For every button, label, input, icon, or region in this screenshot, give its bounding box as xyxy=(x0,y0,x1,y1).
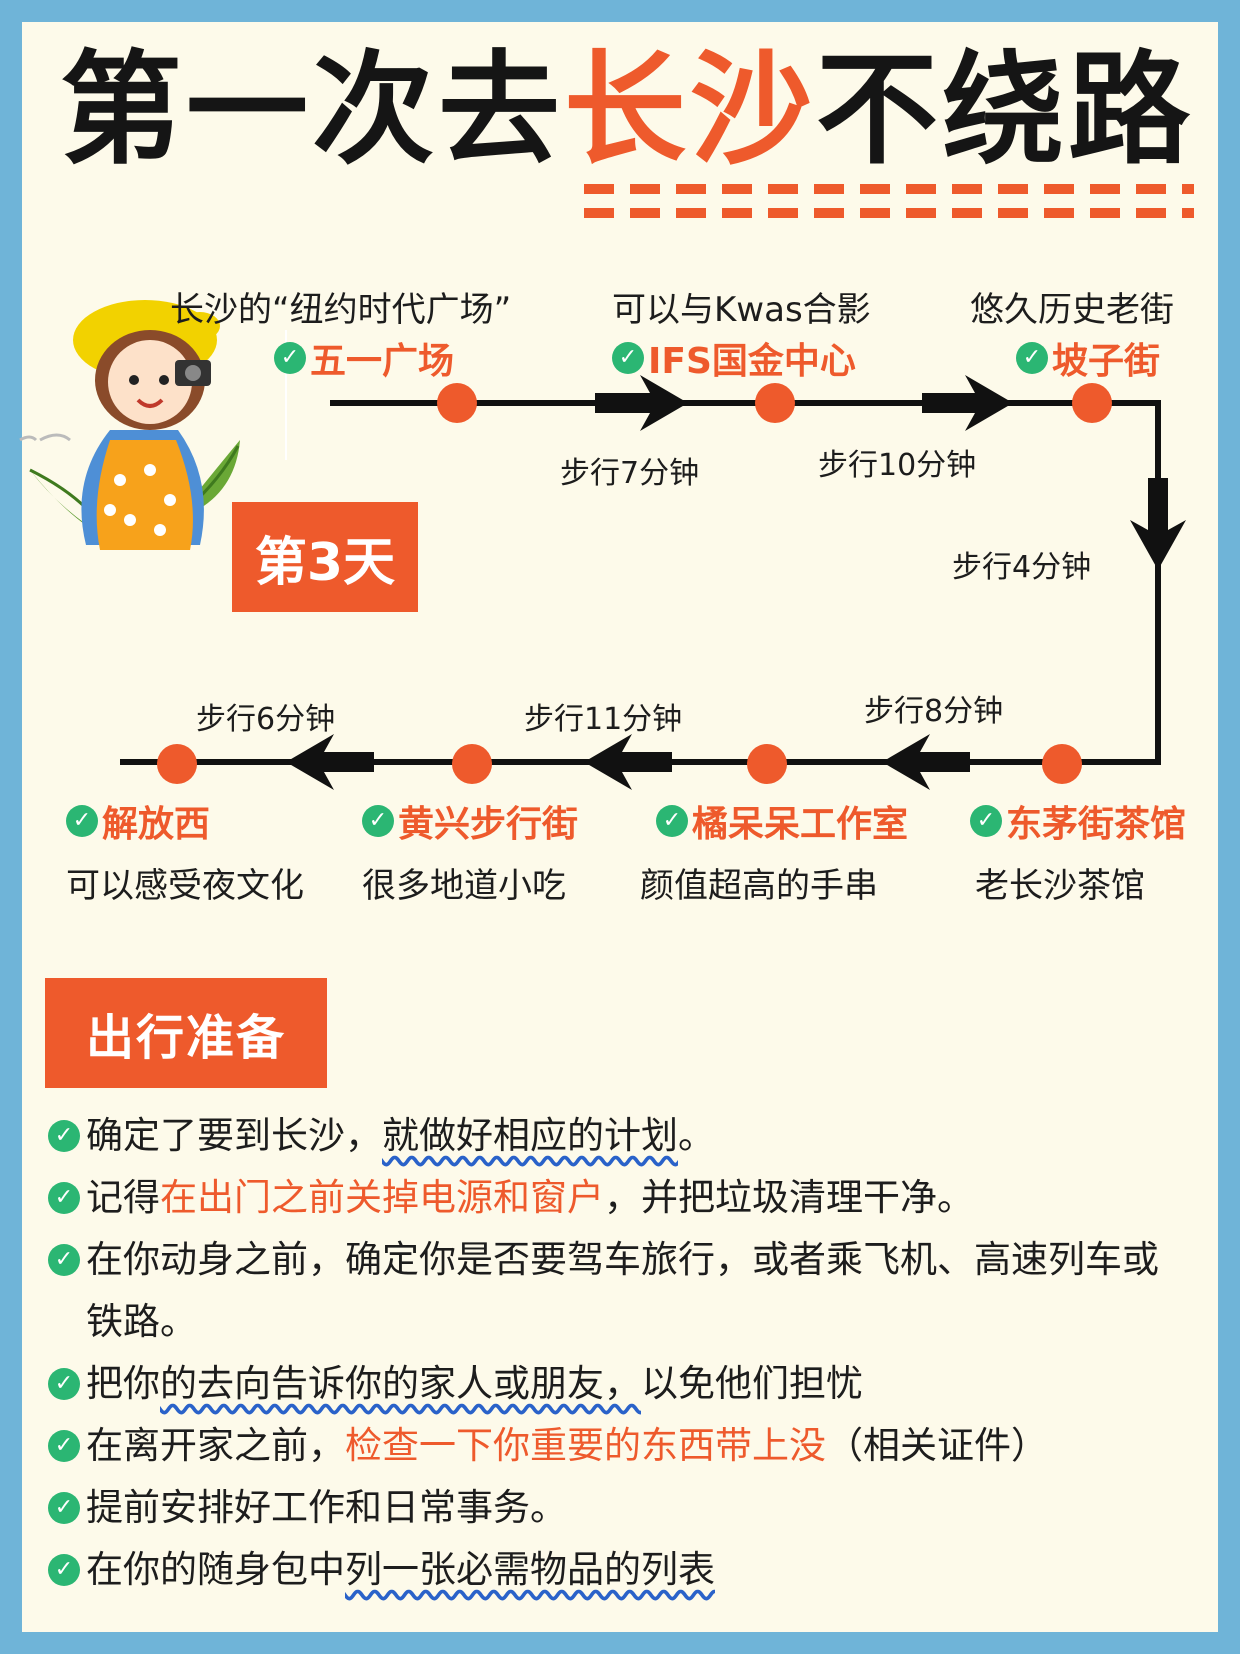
list-item-highlight: 检查一下你重要的东西带上没 xyxy=(345,1424,826,1467)
list-item-text: 以免他们担忧 xyxy=(641,1362,863,1405)
list-item-underlined: 列一张必需物品的列表 xyxy=(345,1548,715,1591)
check-icon: ✓ xyxy=(362,805,394,837)
list-item-underlined: 就做好相应的计划 xyxy=(382,1114,678,1157)
stop-pozi-street: ✓ 坡子街 xyxy=(1016,332,1160,384)
title-part-2: 不绕路 xyxy=(816,39,1194,181)
check-icon: ✓ xyxy=(48,1430,80,1462)
list-item: ✓ 提前安排好工作和日常事务。 xyxy=(48,1477,1178,1539)
stop-dot-pozi xyxy=(1072,383,1112,423)
stop-description-ifs: 可以与Kwas合影 xyxy=(612,290,871,330)
list-item-text: ，并把垃圾清理干净。 xyxy=(604,1176,974,1219)
stop-jiefangxi: ✓ 解放西 xyxy=(66,795,210,847)
arrow-right-icon xyxy=(922,375,1013,431)
list-item-text: 在离开家之前， xyxy=(86,1424,345,1467)
arrow-left-icon xyxy=(882,734,970,790)
check-icon: ✓ xyxy=(1016,342,1048,374)
stop-ifs-center: ✓ IFS国金中心 xyxy=(612,332,856,384)
check-icon: ✓ xyxy=(48,1244,80,1276)
list-item-text: 。 xyxy=(678,1114,715,1157)
bird-icon xyxy=(39,433,71,442)
stop-jubao-studio: ✓ 橘呆呆工作室 xyxy=(656,795,908,847)
check-icon: ✓ xyxy=(48,1492,80,1524)
stop-dongmao-teahouse: ✓ 东茅街茶馆 xyxy=(970,795,1186,847)
route-arrows xyxy=(286,375,1186,790)
list-item-text: 记得 xyxy=(86,1176,160,1219)
title-dash-divider-1 xyxy=(584,184,1194,194)
list-item-text: 提前安排好工作和日常事务。 xyxy=(86,1486,567,1529)
walk-time-wuyi-ifs: 步行7分钟 xyxy=(560,456,700,491)
stop-description-dongmao: 老长沙茶馆 xyxy=(975,866,1145,906)
check-icon: ✓ xyxy=(48,1554,80,1586)
stop-dot-huangxing xyxy=(452,744,492,784)
list-item-text: 在你的随身包中 xyxy=(86,1548,345,1591)
stop-dot-jubao xyxy=(747,744,787,784)
day-badge: 第3天 xyxy=(232,502,418,612)
check-icon: ✓ xyxy=(656,805,688,837)
list-item-highlight: 在出门之前关掉电源和窗户 xyxy=(160,1176,604,1219)
list-item-text: 在你动身之前，确定你是否要驾车旅行，或者乘飞机、高速列车或铁路。 xyxy=(86,1238,1159,1343)
walk-time-dongmao-jubao: 步行8分钟 xyxy=(864,694,1004,729)
bird-icon xyxy=(19,435,38,442)
face-icon xyxy=(108,340,192,424)
stop-dots xyxy=(157,383,1112,784)
stop-name-dongmao: 东茅街茶馆 xyxy=(1006,804,1187,845)
list-item: ✓ 在离开家之前，检查一下你重要的东西带上没（相关证件） xyxy=(48,1415,1178,1477)
list-item-underlined: 的去向告诉你的家人或朋友， xyxy=(160,1362,641,1405)
traveler-illustration xyxy=(19,300,240,550)
stop-name-ifs: IFS国金中心 xyxy=(648,341,856,382)
check-icon: ✓ xyxy=(66,805,98,837)
stop-dot-dongmao xyxy=(1042,744,1082,784)
arrow-down-icon xyxy=(1130,478,1186,570)
title-part-1: 第一次去 xyxy=(60,39,564,181)
list-item: ✓ 在你动身之前，确定你是否要驾车旅行，或者乘飞机、高速列车或铁路。 xyxy=(48,1229,1178,1353)
walk-time-huangxing-jiefangxi: 步行6分钟 xyxy=(196,702,336,737)
list-item: ✓ 记得在出门之前关掉电源和窗户，并把垃圾清理干净。 xyxy=(48,1167,1178,1229)
walk-time-pozi-dongmao: 步行4分钟 xyxy=(952,550,1092,585)
stop-description-huangxing: 很多地道小吃 xyxy=(362,866,566,906)
walk-time-ifs-pozi: 步行10分钟 xyxy=(818,448,977,483)
list-item-text: 确定了要到长沙， xyxy=(86,1114,382,1157)
check-icon: ✓ xyxy=(970,805,1002,837)
stop-dot-wuyi xyxy=(437,383,477,423)
check-icon: ✓ xyxy=(612,342,644,374)
stop-name-wuyi: 五一广场 xyxy=(310,341,455,382)
title-highlight: 长沙 xyxy=(564,39,816,181)
check-icon: ✓ xyxy=(274,342,306,374)
stop-dot-jiefangxi xyxy=(157,744,197,784)
stop-description-wuyi: 长沙的“纽约时代广场” xyxy=(170,290,512,330)
stop-description-jubao: 颜值超高的手串 xyxy=(640,866,878,906)
walk-time-jubao-huangxing: 步行11分钟 xyxy=(524,702,683,737)
list-item-text: （相关证件） xyxy=(826,1424,1048,1467)
title-dash-divider-2 xyxy=(584,208,1194,218)
stop-name-jubao: 橘呆呆工作室 xyxy=(692,804,909,845)
stop-wuyi-square: ✓ 五一广场 xyxy=(274,332,454,384)
poster-background xyxy=(22,22,1218,1632)
arrow-right-icon xyxy=(595,375,688,431)
stop-dot-ifs xyxy=(755,383,795,423)
poster-title: 第一次去长沙不绕路 xyxy=(60,40,1200,180)
prep-checklist: ✓ 确定了要到长沙，就做好相应的计划。 ✓ 记得在出门之前关掉电源和窗户，并把垃… xyxy=(48,1105,1178,1601)
stop-description-jiefangxi: 可以感受夜文化 xyxy=(66,866,304,906)
check-icon: ✓ xyxy=(48,1182,80,1214)
stop-huangxing-street: ✓ 黄兴步行街 xyxy=(362,795,578,847)
check-icon: ✓ xyxy=(48,1120,80,1152)
prep-heading: 出行准备 xyxy=(45,978,327,1088)
list-item-text: 把你 xyxy=(86,1362,160,1405)
stop-name-jiefangxi: 解放西 xyxy=(102,804,211,845)
yellow-dress-icon xyxy=(96,440,193,550)
check-icon: ✓ xyxy=(48,1368,80,1400)
stop-name-huangxing: 黄兴步行街 xyxy=(398,804,579,845)
list-item: ✓ 确定了要到长沙，就做好相应的计划。 xyxy=(48,1105,1178,1167)
list-item: ✓ 在你的随身包中列一张必需物品的列表 xyxy=(48,1539,1178,1601)
arrow-left-icon xyxy=(286,734,374,790)
list-item: ✓ 把你的去向告诉你的家人或朋友，以免他们担忧 xyxy=(48,1353,1178,1415)
stop-description-pozi: 悠久历史老街 xyxy=(970,290,1174,330)
arrow-left-icon xyxy=(584,734,672,790)
stop-name-pozi: 坡子街 xyxy=(1052,341,1161,382)
